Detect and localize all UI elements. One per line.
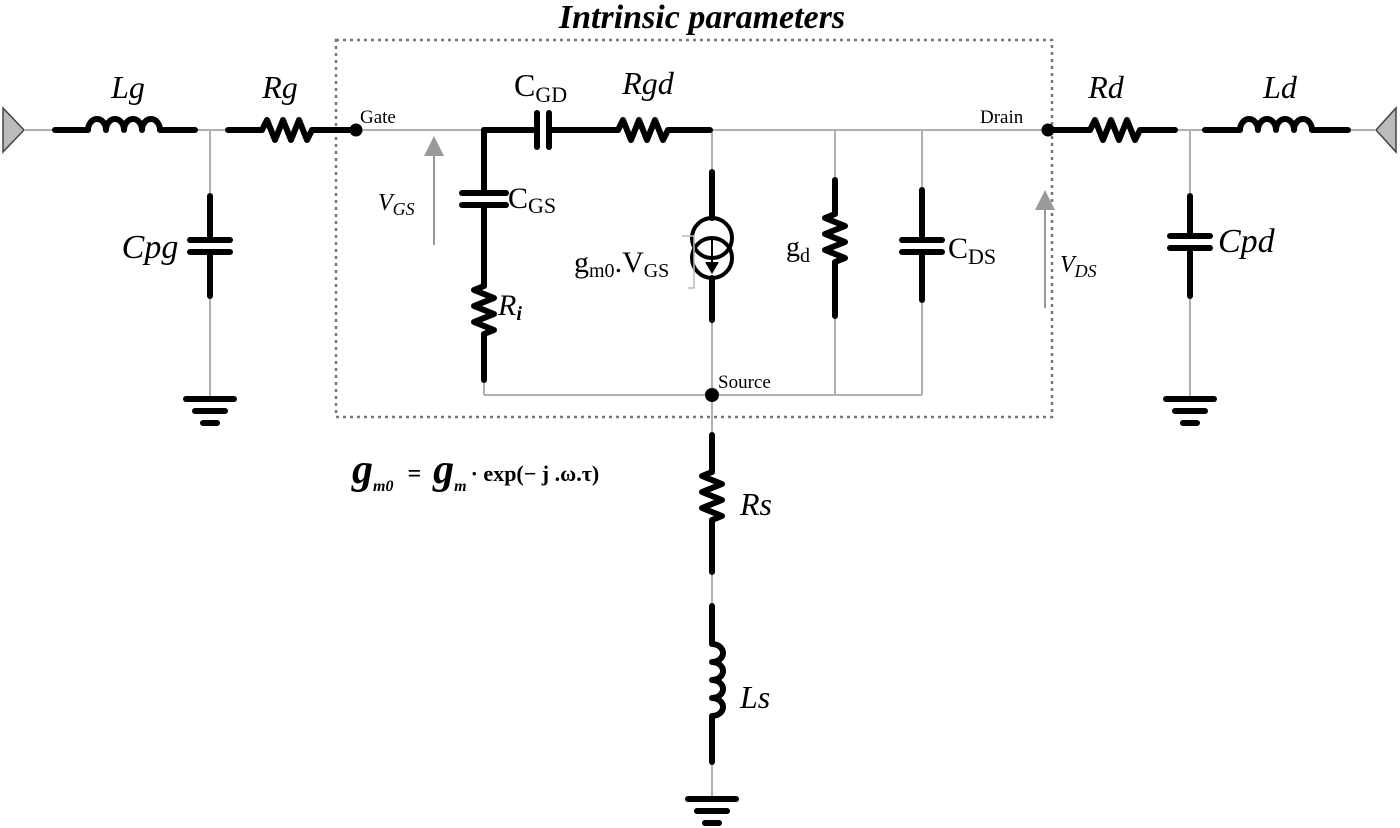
resistor-gd <box>822 177 848 319</box>
resistor-rd <box>1045 117 1178 143</box>
label-source: Source <box>718 372 771 393</box>
label-cgs: CGS <box>508 182 556 218</box>
label-vds: VDS <box>1060 252 1097 281</box>
ground-source <box>685 796 739 826</box>
resistor-rgd <box>589 117 713 143</box>
ground-gate <box>183 396 237 426</box>
capacitor-cpg <box>187 193 233 299</box>
label-rd: Rd <box>1087 69 1125 105</box>
label-gd: gd <box>786 232 810 267</box>
current-source-gm <box>682 169 734 323</box>
label-cpd: Cpd <box>1218 223 1276 260</box>
resistor-ri <box>471 277 497 383</box>
label-gm: gm0.VGS <box>574 246 669 282</box>
label-ld: Ld <box>1262 69 1298 105</box>
capacitor-cds <box>899 187 945 303</box>
label-ri: Ri <box>497 289 522 325</box>
label-drain: Drain <box>980 107 1024 128</box>
inductor-ld <box>1202 116 1351 133</box>
equation: gm0=gm· exp(− j .ω.τ) <box>351 447 599 495</box>
inductor-ls <box>709 603 726 765</box>
capacitor-cpd <box>1167 193 1213 299</box>
resistor-rs <box>699 432 725 575</box>
label-cgd: CGD <box>514 67 567 107</box>
label-ls: Ls <box>739 679 770 715</box>
capacitor-cgs <box>459 127 509 283</box>
label-rg: Rg <box>261 69 298 105</box>
label-rs: Rs <box>739 486 772 522</box>
capacitor-cgd <box>481 110 595 150</box>
node-source <box>705 388 719 402</box>
label-gate: Gate <box>360 107 396 128</box>
intrinsic-box <box>334 38 1054 419</box>
label-lg: Lg <box>110 69 145 105</box>
node-gate <box>349 123 363 137</box>
label-cds: CDS <box>948 232 996 269</box>
wires <box>24 129 1376 798</box>
label-rgd: Rgd <box>621 65 675 101</box>
label-cpg: Cpg <box>122 229 179 266</box>
port-drain <box>1374 106 1397 154</box>
port-gate <box>2 106 26 154</box>
resistor-rg <box>225 117 359 143</box>
inductor-lg <box>52 116 198 133</box>
ground-drain <box>1163 396 1217 426</box>
label-vgs: VGS <box>378 190 415 219</box>
title: Intrinsic parameters <box>558 0 845 36</box>
